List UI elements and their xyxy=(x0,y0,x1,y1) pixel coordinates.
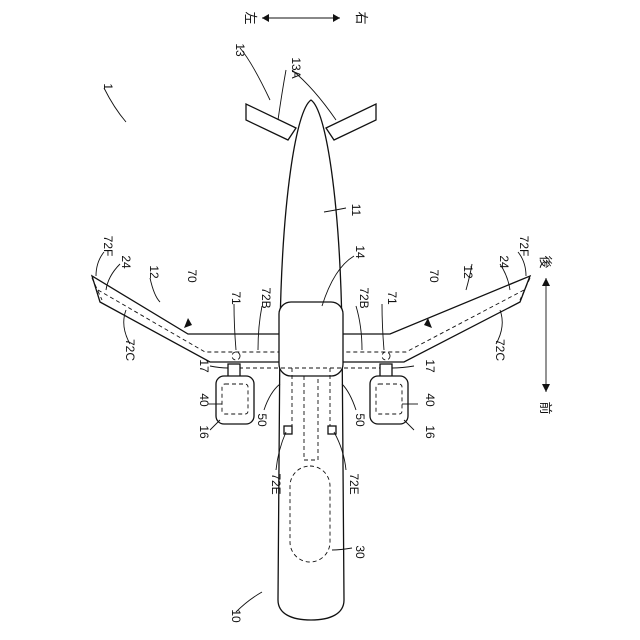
label-50-left: 50 xyxy=(255,413,269,427)
label-14: 14 xyxy=(353,245,367,259)
label-71-right: 71 xyxy=(385,291,399,305)
label-1: 1 xyxy=(101,83,115,90)
label-13: 13 xyxy=(233,43,247,57)
arrow-70-left xyxy=(184,318,192,328)
front-rear-arrow xyxy=(542,278,550,392)
label-72c-left: 72C xyxy=(123,339,137,361)
label-71-left: 71 xyxy=(229,291,243,305)
label-72f-right: 72F xyxy=(517,236,531,257)
label-72b-right: 72B xyxy=(357,287,371,308)
label-30: 30 xyxy=(353,545,367,559)
label-40-left: 40 xyxy=(197,393,211,407)
label-24-right: 24 xyxy=(497,255,511,269)
label-72b-left: 72B xyxy=(259,287,273,308)
label-17-right: 17 xyxy=(423,359,437,373)
label-12-left: 12 xyxy=(147,265,161,279)
label-72c-right: 72C xyxy=(493,339,507,361)
label-16-left: 16 xyxy=(197,425,211,439)
direction-rear: 後 xyxy=(538,255,553,268)
tail-right xyxy=(326,104,376,140)
left-right-arrow xyxy=(262,14,340,22)
label-16-right: 16 xyxy=(423,425,437,439)
label-10: 10 xyxy=(229,609,243,623)
label-70-right: 70 xyxy=(427,269,441,283)
wing-left xyxy=(92,276,280,362)
label-72e-left: 72E xyxy=(269,473,283,494)
label-50-right: 50 xyxy=(353,413,367,427)
direction-left: 左 xyxy=(243,11,258,24)
label-12-right: 12 xyxy=(461,265,475,279)
label-13a: 13A xyxy=(289,57,303,78)
label-17-left: 17 xyxy=(197,359,211,373)
label-24-left: 24 xyxy=(119,255,133,269)
label-72e-right: 72E xyxy=(347,473,361,494)
label-40-right: 40 xyxy=(423,393,437,407)
direction-front: 前 xyxy=(538,401,553,414)
label-11: 11 xyxy=(349,204,363,217)
label-72f-left: 72F xyxy=(101,236,115,257)
tail-left xyxy=(246,104,296,140)
wing-box xyxy=(279,302,343,376)
direction-right: 右 xyxy=(354,11,369,24)
label-70-left: 70 xyxy=(185,269,199,283)
